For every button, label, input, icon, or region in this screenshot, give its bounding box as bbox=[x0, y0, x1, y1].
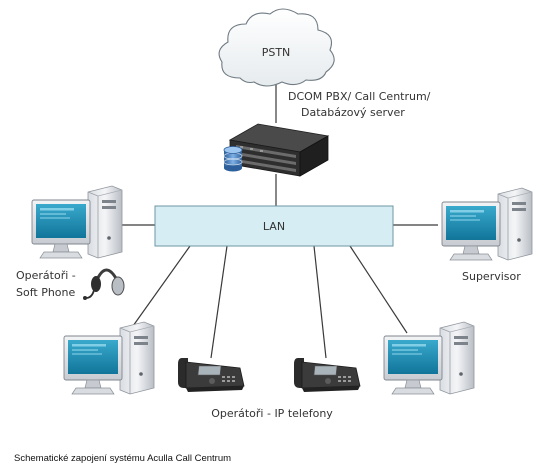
computer-bottom-right-icon bbox=[383, 321, 475, 395]
server-label-line1: DCOM PBX/ Call Centrum/ bbox=[288, 90, 431, 103]
supervisor-label: Supervisor bbox=[462, 270, 521, 283]
link-lan-ipphone-right bbox=[313, 245, 327, 359]
headset-icon bbox=[83, 268, 125, 300]
operators-ip-label: Operátoři - IP telefony bbox=[211, 407, 333, 420]
link-lan-computer-left bbox=[127, 245, 191, 334]
database-icon bbox=[223, 146, 243, 172]
computer-supervisor-icon bbox=[441, 187, 533, 261]
lan-label: LAN bbox=[263, 220, 285, 233]
link-lan-computer-right bbox=[349, 245, 408, 334]
server-label-line2: Databázový server bbox=[301, 106, 405, 119]
server-rack-icon bbox=[228, 123, 330, 177]
computer-bottom-left-icon bbox=[63, 321, 155, 395]
operators-softphone-label-line1: Operátoři - bbox=[16, 269, 76, 282]
pstn-label: PSTN bbox=[262, 46, 291, 59]
caption: Schematické zapojení systému Aculla Call… bbox=[14, 453, 231, 464]
computer-operator-softphone-icon bbox=[31, 185, 123, 259]
link-lan-ipphone-left bbox=[210, 245, 228, 359]
lan-bar: LAN bbox=[154, 205, 394, 247]
pstn-cloud-icon: PSTN bbox=[218, 8, 335, 87]
operators-softphone-label-line2: Soft Phone bbox=[16, 286, 76, 299]
ip-phone-right-icon bbox=[293, 357, 361, 393]
connection-lines bbox=[117, 82, 438, 359]
ip-phone-left-icon bbox=[177, 357, 245, 393]
